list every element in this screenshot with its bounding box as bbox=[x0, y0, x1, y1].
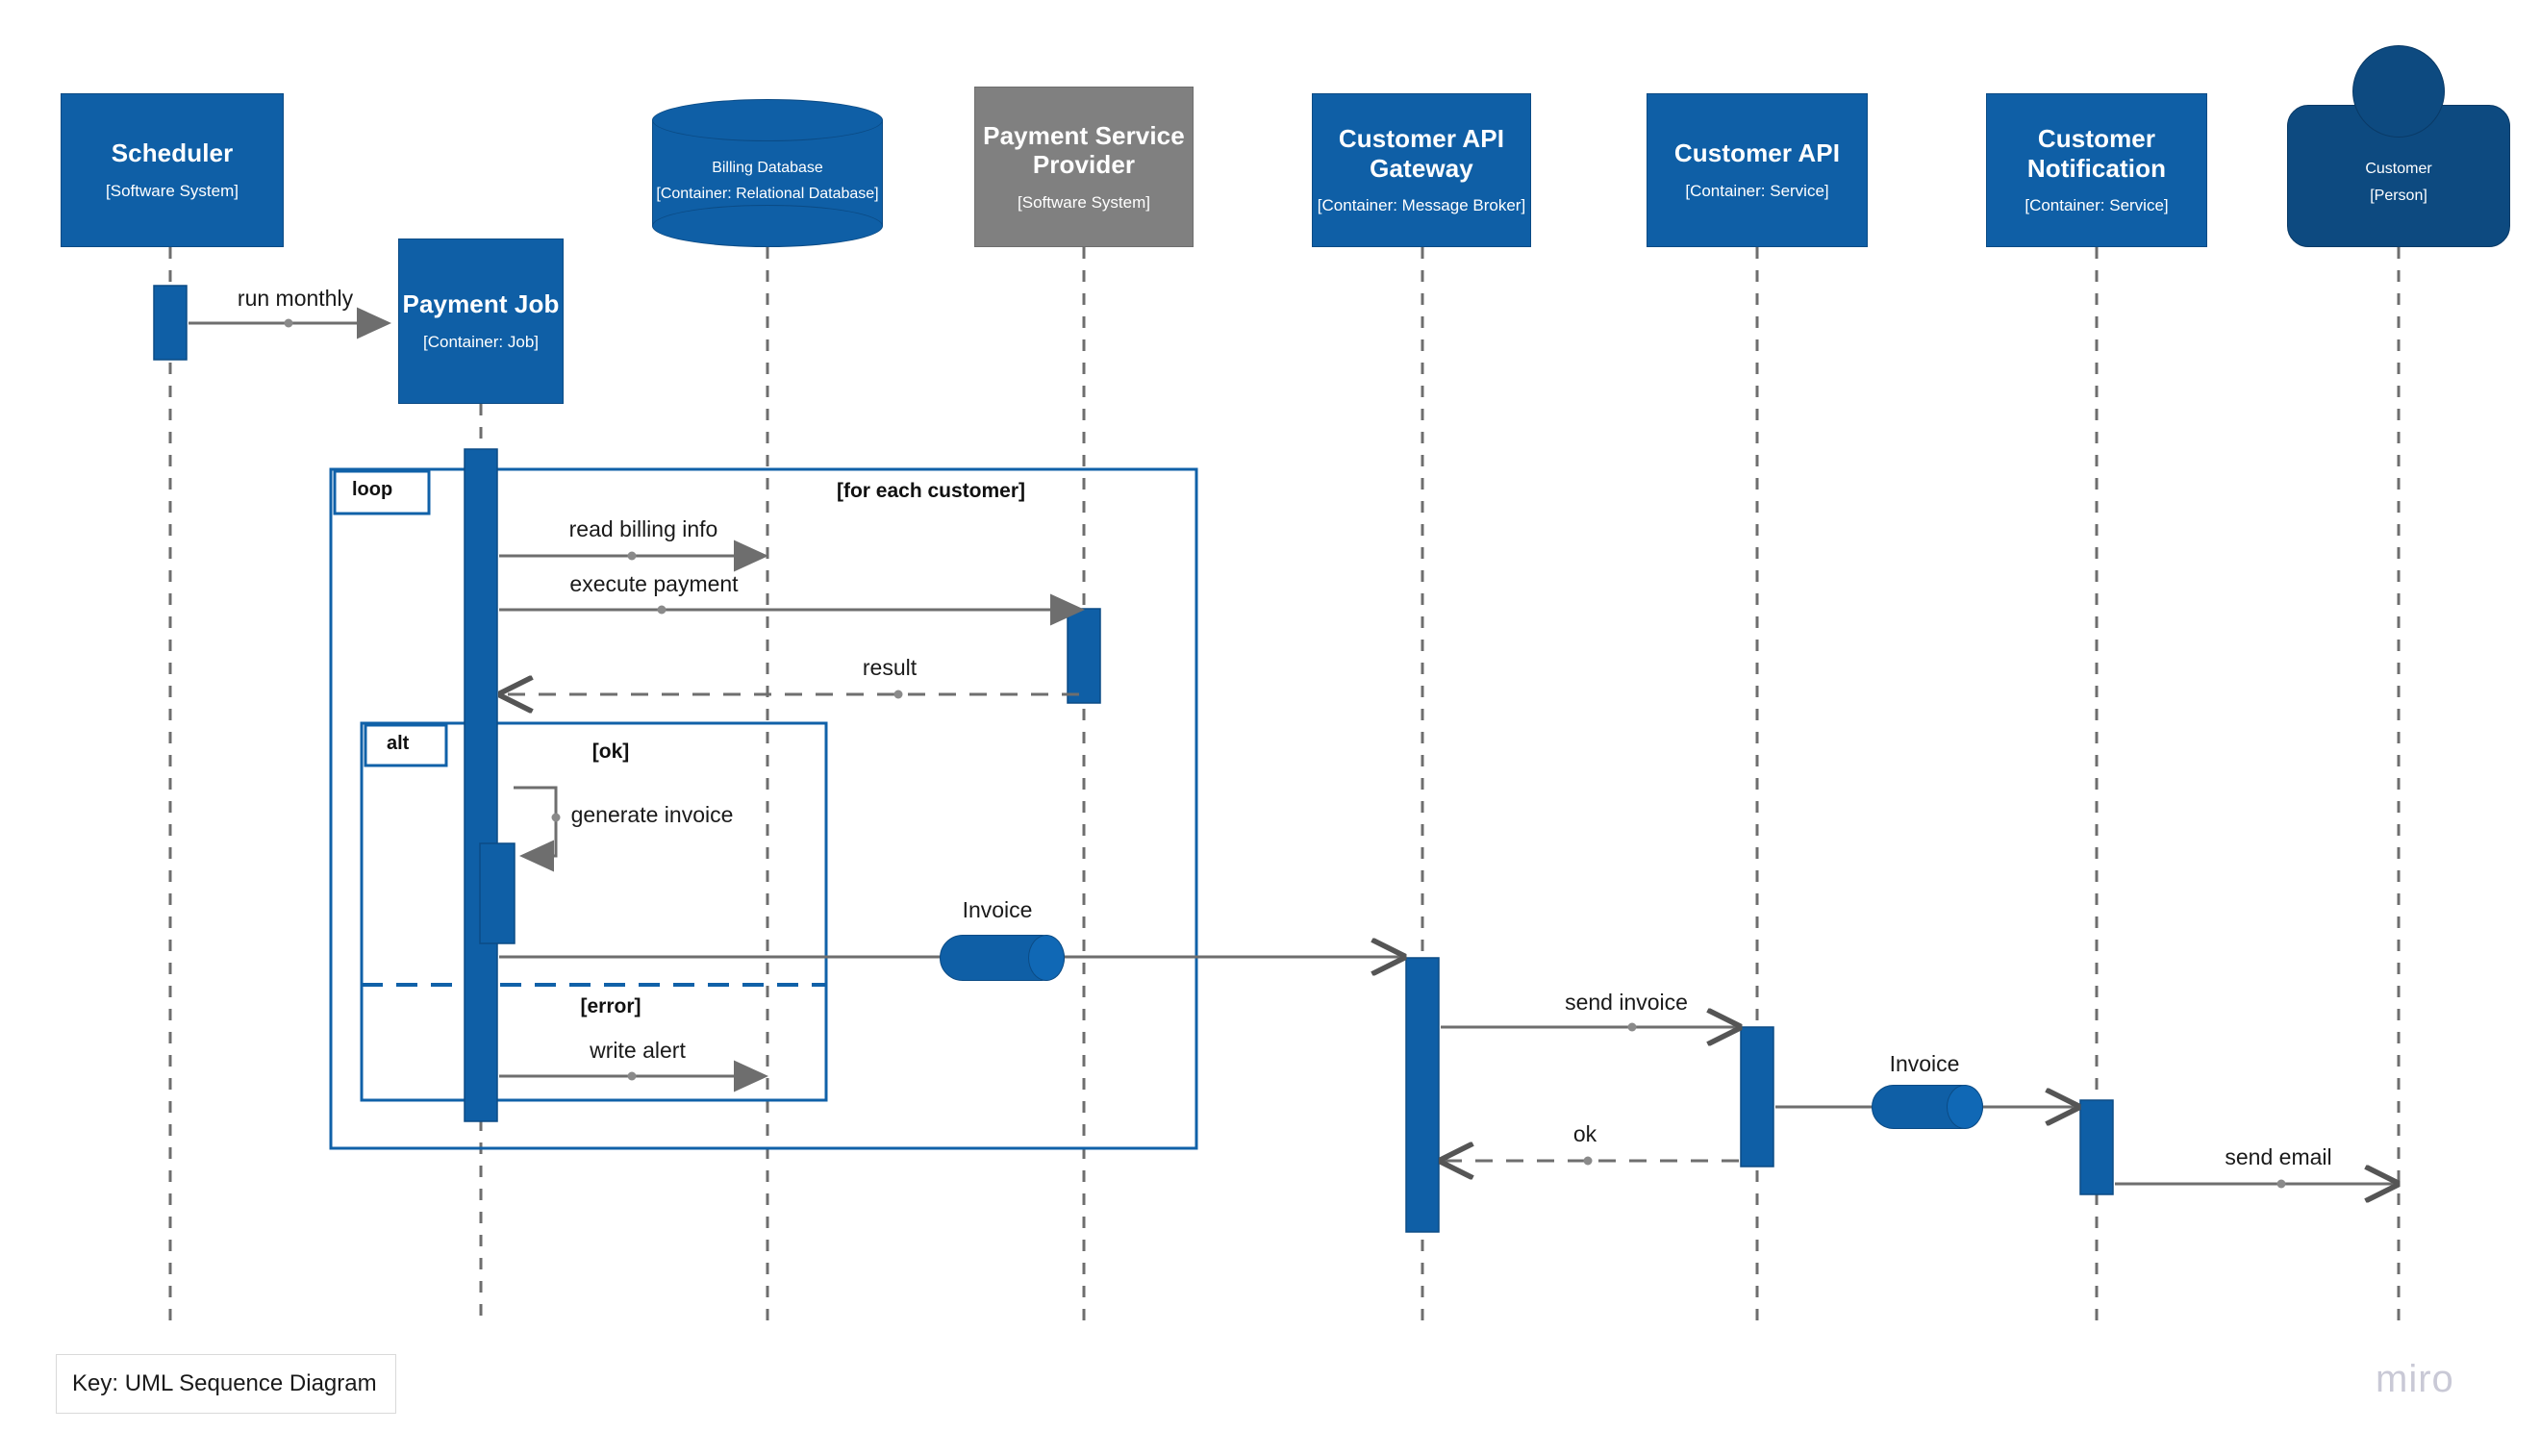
activation-api-gateway bbox=[1405, 957, 1440, 1233]
cylinder-bottom bbox=[652, 205, 883, 247]
alt-operator-label: alt bbox=[387, 733, 410, 754]
billing-database-text: Billing Database [Container: Relational … bbox=[652, 128, 883, 234]
invoice-token-cap bbox=[1028, 935, 1065, 981]
cylinder-top bbox=[652, 99, 883, 141]
activation-generate-invoice bbox=[479, 842, 516, 944]
participant-scheduler-type: [Software System] bbox=[106, 182, 239, 201]
activation-bars bbox=[153, 285, 2114, 1233]
participant-psp-name: Payment Service Provider bbox=[983, 120, 1185, 180]
participant-api-gateway-name: Customer API Gateway bbox=[1338, 124, 1505, 183]
invoice-token-gateway bbox=[940, 935, 1065, 981]
alt-guard-error: [error] bbox=[580, 995, 641, 1017]
message-label-ok: ok bbox=[1572, 1121, 1597, 1146]
activation-cust-notif bbox=[2079, 1099, 2114, 1195]
alt-guard-ok: [ok] bbox=[591, 741, 630, 763]
message-label-generate-invoice: generate invoice bbox=[570, 802, 734, 827]
participant-billing-database[interactable]: Billing Database [Container: Relational … bbox=[652, 99, 883, 247]
participant-billing-database-type: [Container: Relational Database] bbox=[656, 185, 879, 202]
participant-payment-service-provider[interactable]: Payment Service Provider [Software Syste… bbox=[974, 87, 1194, 247]
key-legend-box: Key: UML Sequence Diagram bbox=[56, 1354, 396, 1414]
message-label-write-alert: write alert bbox=[590, 1038, 686, 1063]
message-label-send-invoice: send invoice bbox=[1565, 990, 1688, 1015]
participant-cust-notif-type: [Container: Service] bbox=[2024, 196, 2169, 215]
participant-scheduler-name: Scheduler bbox=[111, 138, 234, 168]
participant-payment-job-type: [Container: Job] bbox=[422, 333, 539, 352]
participant-customer[interactable]: Customer [Person] bbox=[2287, 45, 2510, 247]
message-label-send-email: send email bbox=[2225, 1144, 2332, 1169]
message-label-invoice-gateway: Invoice bbox=[962, 897, 1033, 922]
participant-payment-job-name: Payment Job bbox=[402, 289, 560, 319]
participant-customer-api-name: Customer API bbox=[1673, 138, 1841, 168]
participant-cust-notif-name: Customer Notification bbox=[2026, 124, 2167, 183]
alt-fragment-frame bbox=[360, 721, 828, 1102]
loop-fragment-frame bbox=[329, 467, 1198, 1150]
participant-customer-api-type: [Container: Service] bbox=[1685, 182, 1829, 201]
loop-guard-for-each-customer: [for each customer] bbox=[836, 480, 1026, 502]
message-label-execute-payment: execute payment bbox=[569, 571, 739, 596]
invoice-token-notification bbox=[1872, 1085, 1983, 1129]
message-arrows bbox=[189, 307, 2397, 1189]
loop-operator-label: loop bbox=[352, 479, 393, 500]
lifelines bbox=[168, 247, 2401, 1327]
participant-payment-job[interactable]: Payment Job [Container: Job] bbox=[398, 238, 564, 404]
participant-customer-notification[interactable]: Customer Notification [Container: Servic… bbox=[1986, 93, 2207, 247]
message-label-result: result bbox=[862, 655, 918, 680]
person-head-icon bbox=[2352, 45, 2445, 138]
activation-scheduler bbox=[153, 285, 188, 361]
invoice-token-cap bbox=[1947, 1085, 1983, 1129]
participant-customer-type: [Person] bbox=[2370, 188, 2427, 204]
message-label-read-billing-info: read billing info bbox=[568, 516, 718, 541]
miro-watermark: miro bbox=[2376, 1358, 2454, 1400]
participant-billing-database-name: Billing Database bbox=[712, 159, 823, 176]
participant-customer-api-gateway[interactable]: Customer API Gateway [Container: Message… bbox=[1312, 93, 1531, 247]
participant-scheduler[interactable]: Scheduler [Software System] bbox=[61, 93, 284, 247]
activation-customer-api bbox=[1740, 1026, 1774, 1167]
arrow-generate-invoice bbox=[514, 786, 558, 872]
message-label-run-monthly: run monthly bbox=[237, 286, 354, 311]
participant-customer-api[interactable]: Customer API [Container: Service] bbox=[1647, 93, 1868, 247]
participant-api-gateway-type: [Container: Message Broker] bbox=[1317, 196, 1526, 215]
activation-payment-job bbox=[464, 448, 498, 1122]
participant-customer-name: Customer bbox=[2365, 161, 2432, 177]
activation-psp bbox=[1067, 608, 1101, 704]
customer-text: Customer [Person] bbox=[2287, 120, 2510, 245]
message-label-invoice-notification: Invoice bbox=[1889, 1051, 1960, 1076]
participant-psp-type: [Software System] bbox=[1018, 192, 1150, 212]
